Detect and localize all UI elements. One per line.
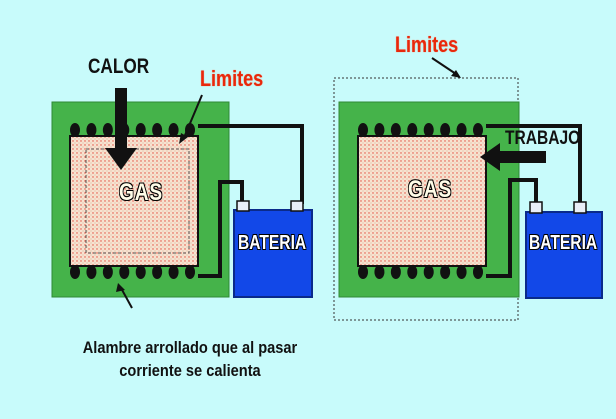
coil-turn xyxy=(135,265,146,279)
right-wire-top xyxy=(486,124,582,206)
coil-turn xyxy=(423,265,434,279)
coil-turn xyxy=(152,123,163,137)
heat-arrow xyxy=(105,88,137,170)
coil-turn xyxy=(456,265,467,279)
right-battery-label: BATERIA xyxy=(529,232,598,254)
coil-turn xyxy=(390,123,401,137)
work-label: TRABAJO xyxy=(505,128,581,149)
coil-turn xyxy=(374,265,385,279)
coil-turn xyxy=(440,265,451,279)
right-wire-bottom xyxy=(486,178,538,278)
right-gas-chamber xyxy=(357,135,487,267)
coil-turn xyxy=(374,123,385,137)
left-gas-chamber xyxy=(69,135,199,267)
coil-turn xyxy=(407,123,418,137)
left-boundary-label: Limites xyxy=(200,66,264,91)
coil-turn xyxy=(70,123,80,137)
coil-turn xyxy=(423,123,434,137)
coil-turn xyxy=(358,265,368,279)
coil-turn xyxy=(86,265,97,279)
left-boundary-pointer-head xyxy=(179,133,188,144)
right-heating-coil xyxy=(358,123,483,279)
right-gas-label: GAS xyxy=(408,176,453,203)
right-battery-terminal-neg xyxy=(529,201,543,214)
coil-turn xyxy=(168,265,179,279)
coil-turn xyxy=(135,123,146,137)
right-boundary-pointer-head xyxy=(451,70,461,78)
left-battery-label: BATERIA xyxy=(238,232,307,254)
caption-line-1: Alambre arrollado que al pasar xyxy=(82,338,298,357)
right-boundary-label: Limites xyxy=(395,32,459,57)
coil-turn xyxy=(86,123,97,137)
caption-line-2: corriente se calienta xyxy=(119,361,261,380)
right-system xyxy=(333,57,603,321)
coil-turn xyxy=(119,265,130,279)
left-heating-coil xyxy=(70,123,195,279)
coil-turn xyxy=(185,123,195,137)
coil-turn xyxy=(358,123,368,137)
coil-turn xyxy=(152,265,163,279)
coil-pointer xyxy=(120,287,133,309)
coil-turn xyxy=(440,123,451,137)
left-battery-terminal-pos xyxy=(290,200,304,212)
coil-turn xyxy=(102,265,113,279)
heat-label: CALOR xyxy=(88,55,150,78)
left-wire-bottom xyxy=(198,180,244,278)
left-battery xyxy=(233,209,313,298)
work-arrow xyxy=(480,143,546,171)
coil-turn xyxy=(407,265,418,279)
left-gas-label: GAS xyxy=(119,179,164,206)
coil-turn xyxy=(168,123,179,137)
right-boundary-pointer xyxy=(431,57,457,75)
coil-turn xyxy=(70,265,80,279)
coil-turn xyxy=(473,123,483,137)
left-boundary-pointer xyxy=(182,94,203,141)
right-battery-terminal-pos xyxy=(573,201,587,214)
coil-turn xyxy=(102,123,113,137)
coil-turn xyxy=(390,265,401,279)
left-wire-top xyxy=(198,124,304,204)
left-system-boundary xyxy=(85,148,190,254)
left-battery-terminal-neg xyxy=(236,200,250,212)
right-battery xyxy=(525,211,603,299)
coil-turn xyxy=(473,265,483,279)
coil-turn xyxy=(185,265,195,279)
coil-turn xyxy=(456,123,467,137)
left-system xyxy=(51,88,313,309)
coil-pointer-head xyxy=(116,283,125,292)
